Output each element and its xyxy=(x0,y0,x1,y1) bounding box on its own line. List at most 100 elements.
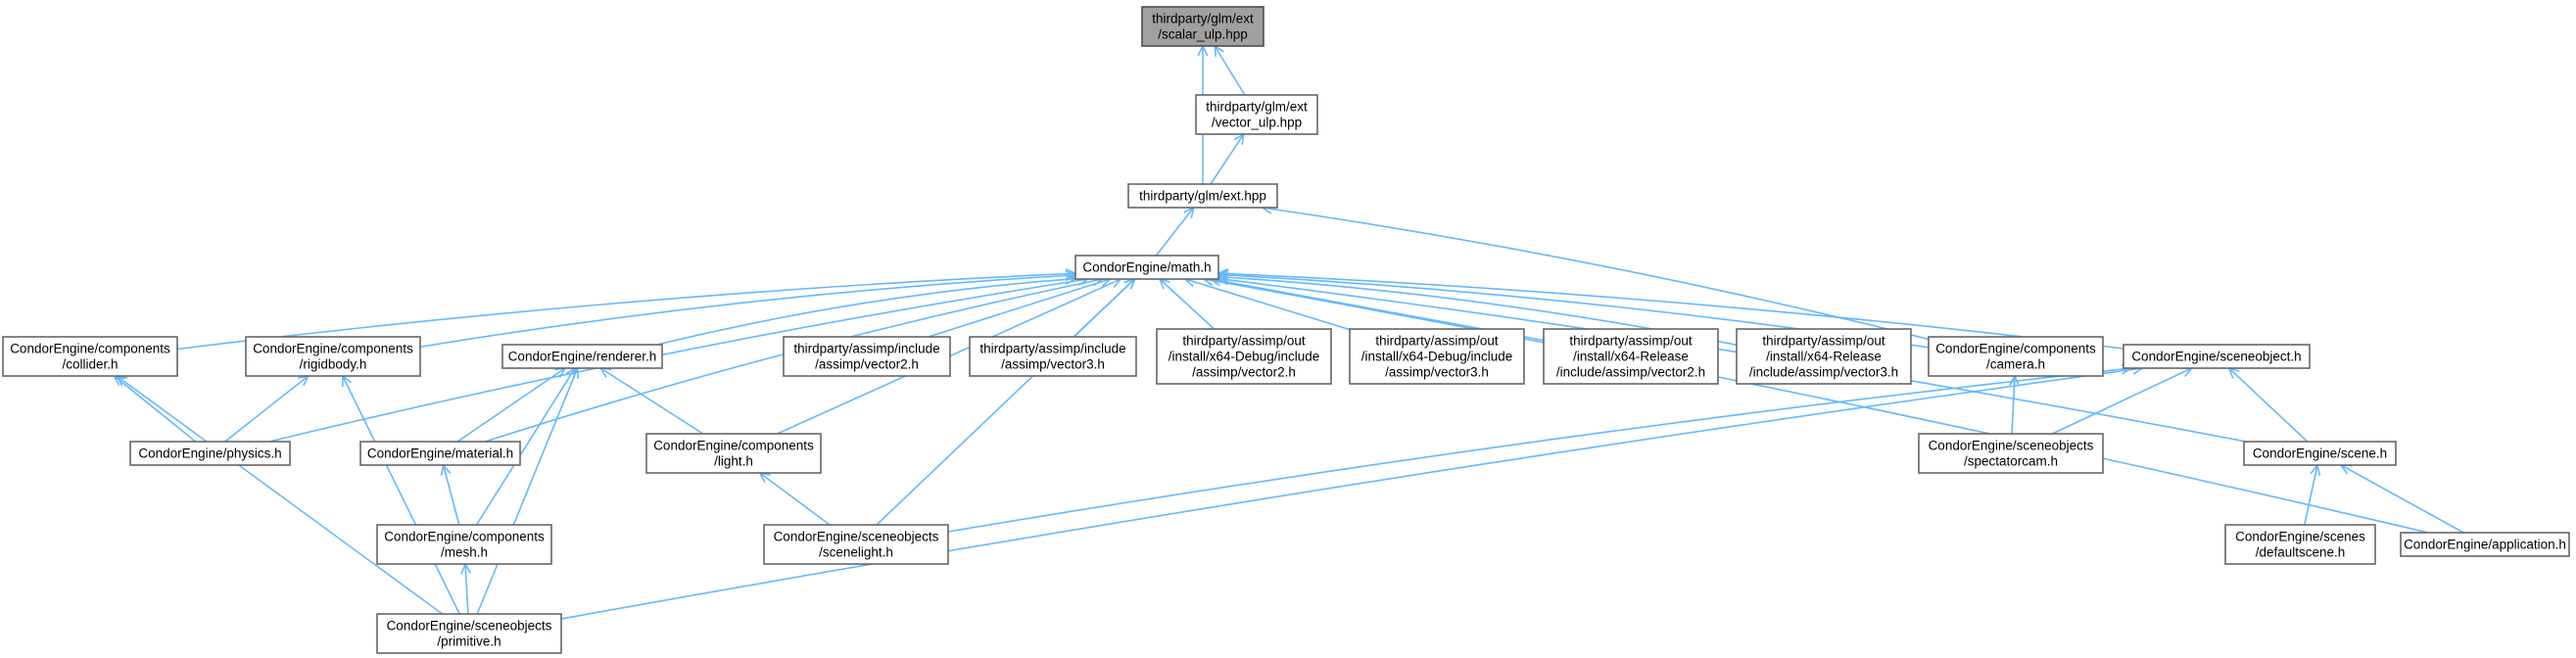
node-mesh[interactable]: CondorEngine/components/mesh.h xyxy=(376,524,552,565)
node-label-line: CondorEngine/components xyxy=(253,342,413,356)
edge-physics-to-rigidbody xyxy=(224,374,310,443)
node-box xyxy=(1349,328,1525,385)
node-vector_ulp[interactable]: thirdparty/glm/ext/vector_ulp.hpp xyxy=(1195,94,1318,135)
node-label-line: thirdparty/assimp/out xyxy=(1375,334,1499,349)
node-box xyxy=(501,344,663,369)
edge-line xyxy=(876,278,1135,526)
node-box xyxy=(129,441,291,466)
node-rigidbody[interactable]: CondorEngine/components/rigidbody.h xyxy=(245,336,421,377)
edge-line xyxy=(759,472,831,526)
node-box xyxy=(376,524,552,565)
node-ext[interactable]: thirdparty/glm/ext.hpp xyxy=(1127,183,1278,209)
node-box xyxy=(1141,6,1264,47)
edge-line xyxy=(442,464,460,526)
node-label-line: thirdparty/glm/ext xyxy=(1206,100,1308,115)
node-label-line: thirdparty/assimp/out xyxy=(1182,334,1306,349)
edge-scene-to-sceneobject xyxy=(2227,366,2309,443)
edge-line xyxy=(1159,278,1216,330)
node-camera[interactable]: CondorEngine/components/camera.h xyxy=(1928,336,2104,377)
node-rel_v3[interactable]: thirdparty/assimp/out/install/x64-Releas… xyxy=(1736,328,1912,385)
arrowhead-icon xyxy=(1214,44,1224,58)
nodes-layer: thirdparty/glm/ext/scalar_ulp.hppthirdpa… xyxy=(2,6,2570,654)
edge-line xyxy=(2011,375,2016,435)
node-label-line: /assimp/vector3.h xyxy=(1001,357,1105,372)
node-label-line: thirdparty/assimp/include xyxy=(979,342,1125,356)
node-math[interactable]: CondorEngine/math.h xyxy=(1074,255,1219,280)
edge-primitive-to-sceneobject xyxy=(560,363,2145,620)
edge-physics-to-collider xyxy=(113,374,197,443)
edge-line xyxy=(419,274,1076,349)
node-label-line: thirdparty/assimp/include xyxy=(793,342,939,356)
node-label-line: /install/x64-Debug/include xyxy=(1361,350,1513,364)
edge-line xyxy=(176,272,1076,351)
edge-primitive-to-rigidbody xyxy=(342,374,460,615)
edge-line xyxy=(2340,464,2464,534)
node-box xyxy=(969,336,1137,377)
edge-scenelight-to-light xyxy=(758,471,831,526)
node-box xyxy=(645,433,822,474)
node-box xyxy=(376,613,562,654)
node-defaultscene[interactable]: CondorEngine/scenes/defaultscene.h xyxy=(2224,524,2376,565)
node-label-line: /mesh.h xyxy=(441,545,488,560)
edge-line xyxy=(1155,207,1195,257)
node-dbg_v2[interactable]: thirdparty/assimp/out/install/x64-Debug/… xyxy=(1156,328,1332,385)
edge-dbg_v2-to-math xyxy=(1158,277,1216,330)
node-scene[interactable]: CondorEngine/scene.h xyxy=(2243,441,2397,466)
node-box xyxy=(2224,524,2376,565)
node-label-line: CondorEngine/sceneobjects xyxy=(387,619,552,634)
edge-line xyxy=(2304,464,2318,526)
node-box xyxy=(763,524,949,565)
edge-line xyxy=(1184,278,1351,331)
node-label-line: thirdparty/assimp/out xyxy=(1762,334,1885,349)
node-box xyxy=(783,336,951,377)
edge-line xyxy=(116,375,444,615)
node-light[interactable]: CondorEngine/components/light.h xyxy=(645,433,822,474)
node-spectatorcam[interactable]: CondorEngine/sceneobjects/spectatorcam.h xyxy=(1918,433,2104,474)
node-label-line: /include/assimp/vector3.h xyxy=(1749,365,1898,380)
node-assimp_v3[interactable]: thirdparty/assimp/include/assimp/vector3… xyxy=(969,336,1137,377)
edge-line xyxy=(475,367,576,526)
node-box xyxy=(359,441,521,466)
node-label-line: CondorEngine/physics.h xyxy=(138,446,281,461)
node-material[interactable]: CondorEngine/material.h xyxy=(359,441,521,466)
edge-primitive-to-mesh xyxy=(460,562,472,615)
node-collider[interactable]: CondorEngine/components/collider.h xyxy=(2,336,178,377)
node-dbg_v3[interactable]: thirdparty/assimp/out/install/x64-Debug/… xyxy=(1349,328,1525,385)
edge-line xyxy=(224,375,310,443)
node-label-line: /scalar_ulp.hpp xyxy=(1158,27,1248,42)
node-assimp_v2[interactable]: thirdparty/assimp/include/assimp/vector2… xyxy=(783,336,951,377)
node-label-line: /defaultscene.h xyxy=(2256,545,2346,560)
node-label-line: CondorEngine/sceneobjects xyxy=(1929,439,2094,453)
node-label-line: /vector_ulp.hpp xyxy=(1212,116,1302,130)
node-box xyxy=(245,336,421,377)
edge-primitive-to-renderer xyxy=(476,366,580,615)
node-box xyxy=(1195,94,1318,135)
edge-rigidbody-to-math xyxy=(419,270,1077,349)
edge-line xyxy=(1214,45,1246,96)
node-renderer[interactable]: CondorEngine/renderer.h xyxy=(501,344,663,369)
node-label-line: /light.h xyxy=(714,454,753,469)
node-label-line: CondorEngine/renderer.h xyxy=(508,350,657,364)
node-box xyxy=(2,336,178,377)
edge-line xyxy=(656,277,1076,346)
edge-defaultscene-to-scene xyxy=(2304,463,2321,526)
node-application[interactable]: CondorEngine/application.h xyxy=(2400,532,2570,557)
edge-math-to-ext xyxy=(1155,206,1195,257)
node-rel_v2[interactable]: thirdparty/assimp/out/install/x64-Releas… xyxy=(1543,328,1719,385)
node-sceneobject[interactable]: CondorEngine/sceneobject.h xyxy=(2123,344,2311,369)
node-physics[interactable]: CondorEngine/physics.h xyxy=(129,441,291,466)
node-scalar_ulp[interactable]: thirdparty/glm/ext/scalar_ulp.hpp xyxy=(1141,6,1264,47)
node-primitive[interactable]: CondorEngine/sceneobjects/primitive.h xyxy=(376,613,562,654)
edge-line xyxy=(268,278,1088,443)
node-label-line: /install/x64-Debug/include xyxy=(1169,350,1320,364)
node-scenelight[interactable]: CondorEngine/sceneobjects/scenelight.h xyxy=(763,524,949,565)
edge-line xyxy=(560,367,2143,620)
node-box xyxy=(1156,328,1332,385)
edge-line xyxy=(947,367,2132,533)
edge-line xyxy=(464,563,469,615)
node-label-line: /scenelight.h xyxy=(819,545,893,560)
node-label-line: /assimp/vector2.h xyxy=(1192,365,1296,380)
node-label-line: thirdparty/assimp/out xyxy=(1569,334,1693,349)
node-label-line: /assimp/vector3.h xyxy=(1385,365,1489,380)
node-label-line: /camera.h xyxy=(1986,357,2045,372)
